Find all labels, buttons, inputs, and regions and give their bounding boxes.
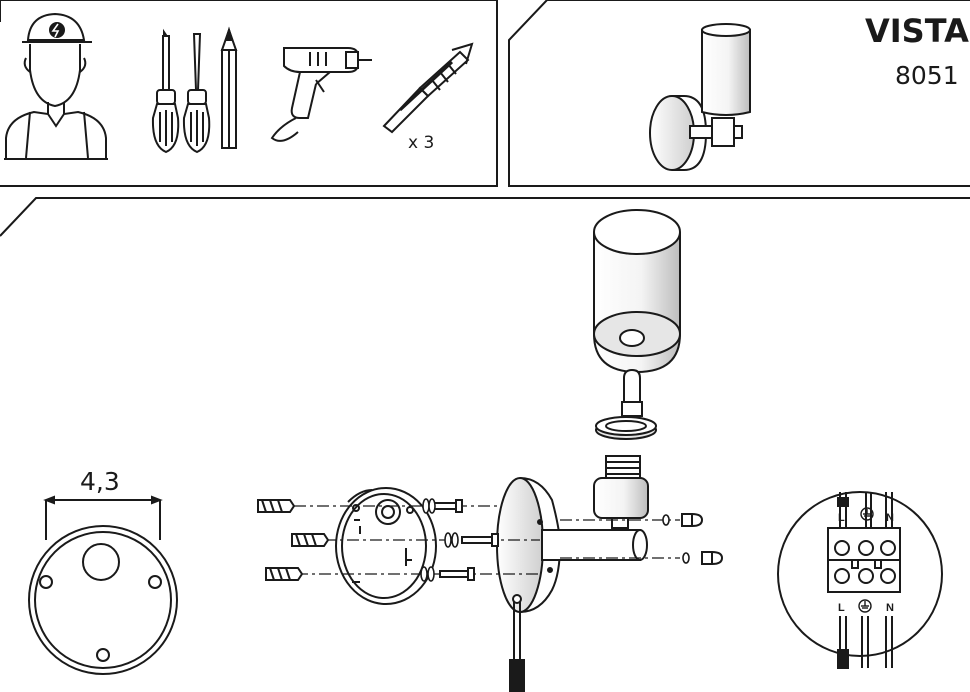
terminal-label-bottom-neutral: N xyxy=(886,602,894,614)
product-panel xyxy=(508,0,970,187)
washer xyxy=(420,498,690,582)
g9-bulb xyxy=(621,368,643,417)
wall-plate xyxy=(496,477,648,613)
assembly-panel xyxy=(0,197,970,237)
wall-anchor xyxy=(265,567,304,581)
product-code: 8051 xyxy=(895,61,959,90)
anchor-quantity: x 3 xyxy=(408,133,434,153)
terminal-label-top-live: L xyxy=(838,512,845,524)
cap-nut xyxy=(701,550,724,566)
earth-ground-icon xyxy=(860,507,874,521)
base-plate-template xyxy=(28,495,178,675)
drill-icon xyxy=(270,47,372,142)
retaining-ring xyxy=(595,416,657,440)
power-cable xyxy=(509,602,525,692)
earth-ground-icon xyxy=(858,599,872,613)
tools-panel xyxy=(0,0,498,187)
wall-anchor xyxy=(257,499,296,513)
wall-anchor xyxy=(291,533,330,547)
mounting-box xyxy=(335,487,437,605)
wall-anchor-icon xyxy=(382,42,474,134)
mounting-hole-dimension: 4,3 xyxy=(80,467,120,496)
product-name: VISTA xyxy=(865,12,969,50)
alignment-lines xyxy=(294,505,680,575)
terminal-label-top-neutral: N xyxy=(886,512,894,524)
product-thumbnail xyxy=(649,23,751,171)
screw xyxy=(439,567,475,581)
pencil-icon xyxy=(220,26,238,149)
terminal-label-bottom-live: L xyxy=(838,602,845,614)
electrician-icon xyxy=(4,12,108,160)
cap-nut xyxy=(681,512,704,528)
lamp-holder xyxy=(593,455,649,529)
lamp-shade xyxy=(593,209,681,374)
screwdriver-icon xyxy=(182,33,211,154)
screw xyxy=(461,533,499,547)
screwdriver-icon xyxy=(151,28,180,154)
